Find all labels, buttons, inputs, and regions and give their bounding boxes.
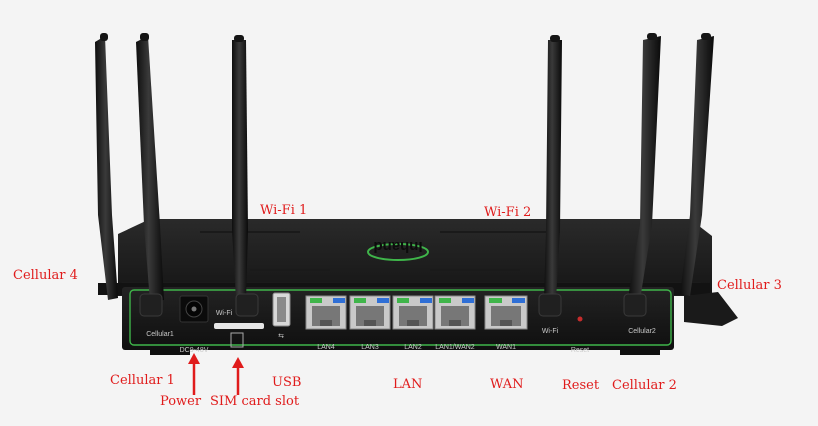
ethernet-ports [305, 295, 528, 330]
reset-pinhole [577, 316, 583, 322]
callout-sim-card-slot: SIM card slot [210, 394, 300, 409]
callout-cellular-2: Cellular 2 [612, 378, 677, 393]
antenna-cellular4 [95, 33, 118, 300]
usb-symbol-icon: ⇆ [278, 333, 284, 340]
antenna-wifi1 [232, 35, 248, 300]
callout-cellular-3: Cellular 3 [717, 278, 782, 293]
connector-cellular2 [623, 293, 647, 317]
connector-wifi1 [235, 293, 259, 317]
power-arrow-icon [188, 353, 200, 395]
callout-cellular-4: Cellular 4 [13, 268, 78, 283]
panel-label-lan3: LAN3 [361, 344, 379, 351]
antenna-cellular3 [680, 33, 714, 296]
antenna-wifi2 [544, 35, 562, 300]
panel-label-reset: Reset [571, 347, 589, 354]
usb-port [272, 292, 291, 327]
sim-slot [214, 323, 264, 329]
antenna-cellular1 [136, 33, 164, 302]
panel-label-wifi-left: Wi-Fi [216, 310, 233, 317]
panel-label-lan2: LAN2 [404, 344, 422, 351]
panel-label-lan4: LAN4 [317, 344, 335, 351]
panel-label-dc: DC9-48V [180, 347, 209, 354]
callout-reset: Reset [562, 378, 600, 393]
callout-cellular-1: Cellular 1 [110, 373, 175, 388]
callout-usb: USB [272, 375, 302, 390]
antenna-cellular2 [628, 33, 661, 300]
callout-power: Power [160, 394, 202, 409]
callout-wan: WAN [490, 377, 524, 392]
connector-wifi2 [538, 293, 562, 317]
front-panel-trim [129, 289, 672, 346]
svg-text:Inhand: Inhand [373, 238, 422, 255]
router-body [98, 219, 738, 355]
panel-label-cellular2: Cellular2 [628, 328, 656, 335]
callout-wifi-2: Wi-Fi 2 [484, 205, 532, 220]
panel-label-wan1: WAN1 [496, 344, 516, 351]
power-jack [179, 295, 209, 323]
connector-cellular1 [139, 293, 163, 317]
panel-label-lan1wan2: LAN1/WAN2 [435, 344, 475, 351]
callout-lan: LAN [393, 377, 423, 392]
panel-label-cellular1: Cellular1 [146, 331, 174, 338]
sim-card-icon [230, 332, 244, 348]
callout-wifi-1: Wi-Fi 1 [260, 203, 308, 218]
brand-logo: Inhand [367, 238, 429, 261]
sim-arrow-icon [232, 357, 244, 395]
panel-label-wifi-right: Wi-Fi [542, 328, 559, 335]
